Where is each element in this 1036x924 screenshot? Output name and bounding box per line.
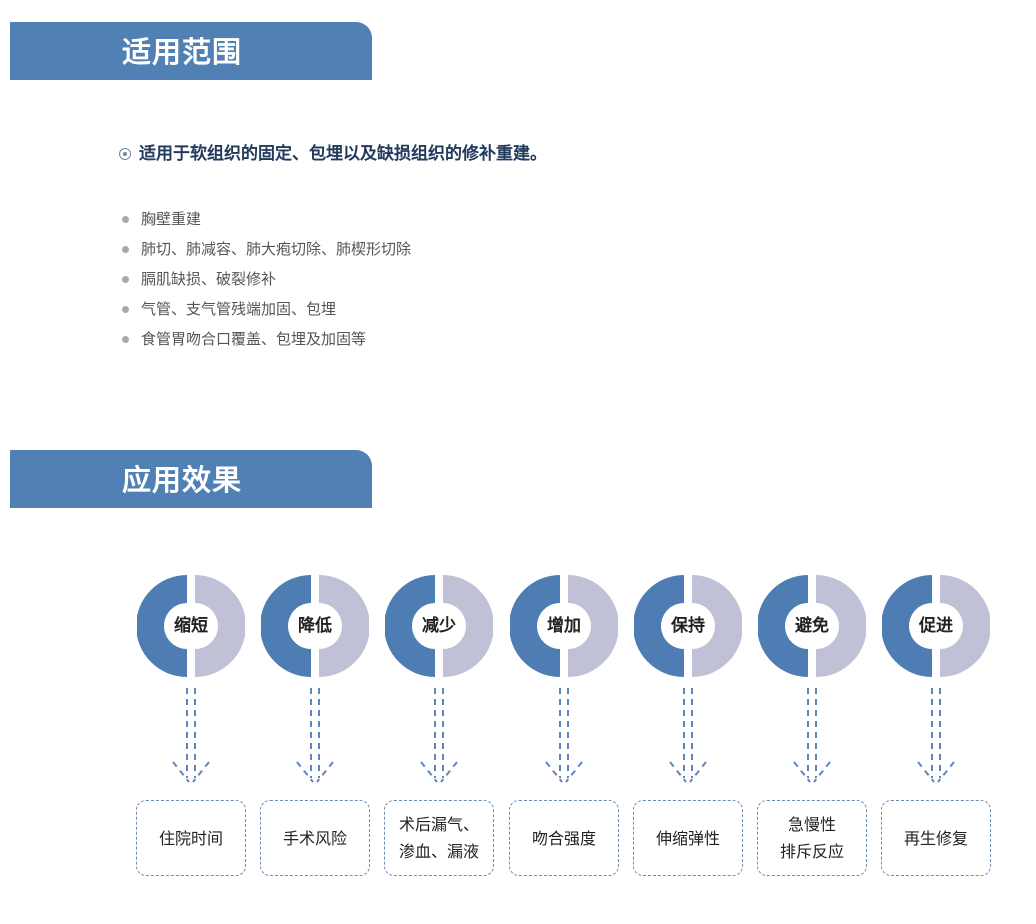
effect-result-line: 再生修复 (903, 828, 968, 848)
effect-result-box: 术后漏气、渗血、漏液 (384, 800, 494, 876)
section-title-scope: 适用范围 (122, 35, 243, 69)
effect-result-line: 手术风险 (282, 828, 347, 848)
bullet-dot-icon (122, 245, 129, 253)
bullet-dot-icon (122, 305, 129, 313)
section-banner-effect: 应用效果 (10, 450, 372, 508)
target-bullet-icon (119, 148, 131, 160)
effect-ring-icon (137, 575, 245, 677)
effect-result-line: 术后漏气、 (398, 815, 479, 834)
list-item: 胸壁重建 (122, 204, 411, 234)
list-item-text: 食管胃吻合口覆盖、包埋及加固等 (141, 330, 367, 348)
scope-list: 胸壁重建 肺切、肺减容、肺大疱切除、肺楔形切除 膈肌缺损、破裂修补 气管、支气管… (122, 204, 411, 354)
effect-item: 减少术后漏气、渗血、漏液 (384, 572, 495, 882)
effect-result-line: 排斥反应 (779, 842, 844, 861)
effect-ring-icon (261, 575, 369, 677)
effect-ring-icon (510, 575, 618, 677)
effect-verb: 避免 (795, 616, 829, 636)
dashed-arrow-down-icon (545, 688, 583, 783)
effect-item: 缩短住院时间 (136, 572, 247, 882)
list-item-text: 胸壁重建 (141, 210, 202, 228)
list-item: 肺切、肺减容、肺大疱切除、肺楔形切除 (122, 234, 411, 264)
effect-verb: 降低 (298, 616, 332, 636)
effect-result-box: 住院时间 (136, 800, 246, 876)
scope-lead: 适用于软组织的固定、包埋以及缺损组织的修补重建。 (119, 140, 547, 168)
effect-result-box: 伸缩弹性 (633, 800, 743, 876)
dashed-arrow-down-icon (296, 688, 334, 783)
dashed-arrow-down-icon (420, 688, 458, 783)
effect-item: 增加吻合强度 (509, 572, 620, 882)
section-title-effect: 应用效果 (122, 463, 243, 497)
list-item: 食管胃吻合口覆盖、包埋及加固等 (122, 324, 411, 354)
effect-item: 降低手术风险 (260, 572, 371, 882)
effect-result-box: 急慢性排斥反应 (757, 800, 867, 876)
effect-ring-icon (634, 575, 742, 677)
list-item-text: 膈肌缺损、破裂修补 (141, 270, 277, 288)
dashed-arrow-down-icon (172, 688, 210, 783)
effect-result-line: 渗血、漏液 (398, 842, 479, 861)
effect-item: 避免急慢性排斥反应 (757, 572, 868, 882)
list-item-text: 肺切、肺减容、肺大疱切除、肺楔形切除 (141, 240, 412, 258)
bullet-dot-icon (122, 335, 129, 343)
effect-ring-icon (882, 575, 990, 677)
section-banner-scope: 适用范围 (10, 22, 372, 80)
effect-result-line: 急慢性 (787, 815, 836, 834)
effect-ring-icon (385, 575, 493, 677)
list-item: 膈肌缺损、破裂修补 (122, 264, 411, 294)
effect-result-line: 住院时间 (158, 828, 223, 848)
effect-verb: 减少 (422, 616, 456, 636)
effect-verb: 缩短 (174, 616, 208, 636)
effect-result-box: 手术风险 (260, 800, 370, 876)
effect-item: 保持伸缩弹性 (633, 572, 744, 882)
effect-verb: 增加 (547, 616, 581, 636)
effect-result-box: 再生修复 (881, 800, 991, 876)
list-item: 气管、支气管残端加固、包埋 (122, 294, 411, 324)
effect-result-line: 吻合强度 (531, 828, 596, 848)
effect-result-line: 伸缩弹性 (655, 828, 720, 848)
dashed-arrow-down-icon (793, 688, 831, 783)
effect-verb: 促进 (919, 616, 953, 636)
dashed-arrow-down-icon (917, 688, 955, 783)
effect-verb: 保持 (671, 616, 705, 636)
effect-ring-icon (758, 575, 866, 677)
dashed-arrow-down-icon (669, 688, 707, 783)
bullet-dot-icon (122, 275, 129, 283)
bullet-dot-icon (122, 215, 129, 223)
list-item-text: 气管、支气管残端加固、包埋 (141, 300, 337, 318)
effect-result-box: 吻合强度 (509, 800, 619, 876)
scope-lead-text: 适用于软组织的固定、包埋以及缺损组织的修补重建。 (139, 144, 547, 164)
effect-item: 促进再生修复 (881, 572, 992, 882)
